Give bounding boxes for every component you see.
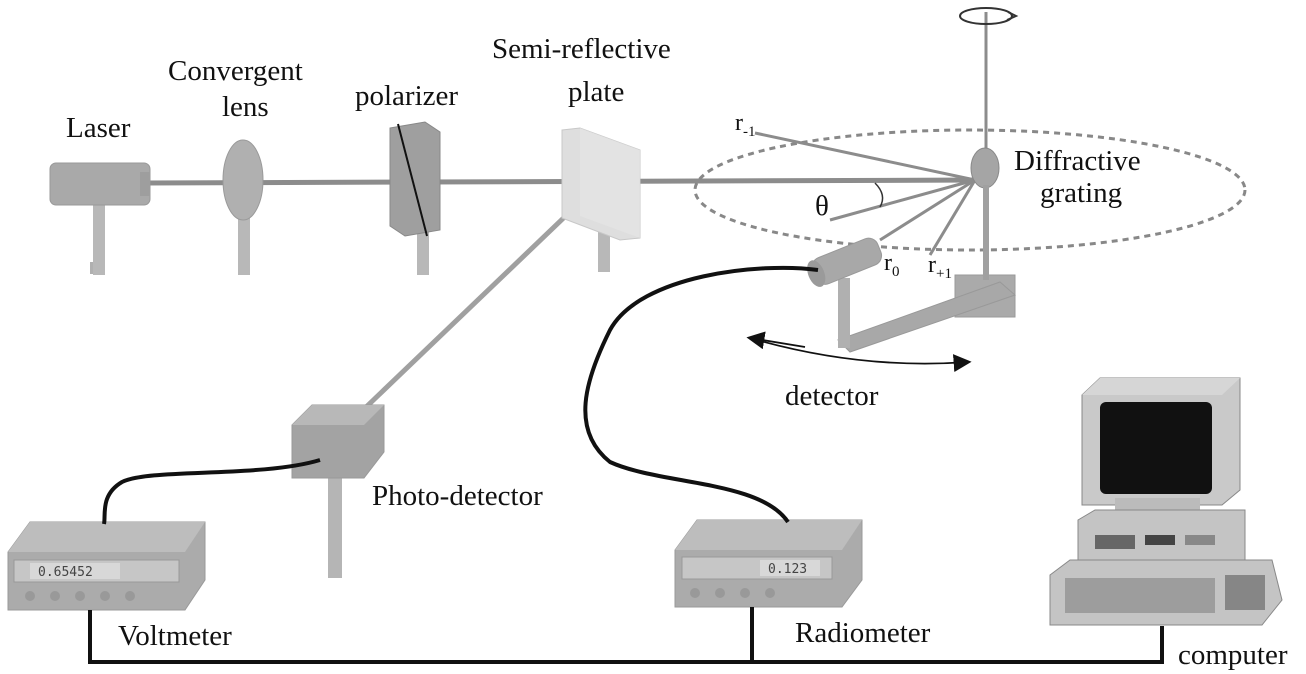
label-r-minus1: r-1 [735,110,756,140]
label-r-plus1: r+1 [928,252,952,282]
label-radiometer: Radiometer [795,617,931,649]
convergent-lens [222,139,264,275]
polarizer [389,121,441,275]
label-grating-line1: Diffractive [1014,145,1141,177]
reflected-beam [338,183,600,434]
ray-r0 [829,178,976,222]
label-lens-line2: lens [222,91,269,123]
laser-device [49,162,151,275]
photo-detector-cable [102,458,321,525]
label-theta: θ [815,190,829,222]
voltmeter-device: 0.65452 [7,521,206,611]
computer-screen [1100,402,1212,494]
ray-a [879,178,976,242]
theta-arc [874,182,884,208]
label-plate-line2: plate [568,76,624,108]
rotation-ellipse [693,128,1247,252]
detector-assembly [746,237,1016,373]
diffractive-grating [970,147,1000,280]
label-computer: computer [1178,639,1288,671]
ray-r-minus1 [754,131,976,182]
rotation-stage [693,7,1247,318]
label-grating-line2: grating [1040,177,1122,209]
detector-rotation-arrow [749,337,972,373]
semi-reflective-plate [561,127,641,272]
label-voltmeter: Voltmeter [118,620,232,652]
radiometer-device: 0.123 [674,519,863,608]
label-lens-line1: Convergent [168,55,303,87]
radiometer-reading: 0.123 [768,562,807,577]
ray-r-plus1 [928,179,977,256]
label-r0: r0 [884,250,900,280]
label-photo-detector: Photo-detector [372,480,543,512]
label-detector: detector [785,380,879,412]
computer [1049,377,1283,626]
label-plate-line1: Semi-reflective [492,33,671,65]
detector-cable [583,265,819,524]
photo-detector-device [291,404,385,578]
label-polarizer: polarizer [355,80,458,112]
label-laser: Laser [66,112,131,144]
bus-cable [88,610,1164,664]
voltmeter-reading: 0.65452 [38,565,93,580]
